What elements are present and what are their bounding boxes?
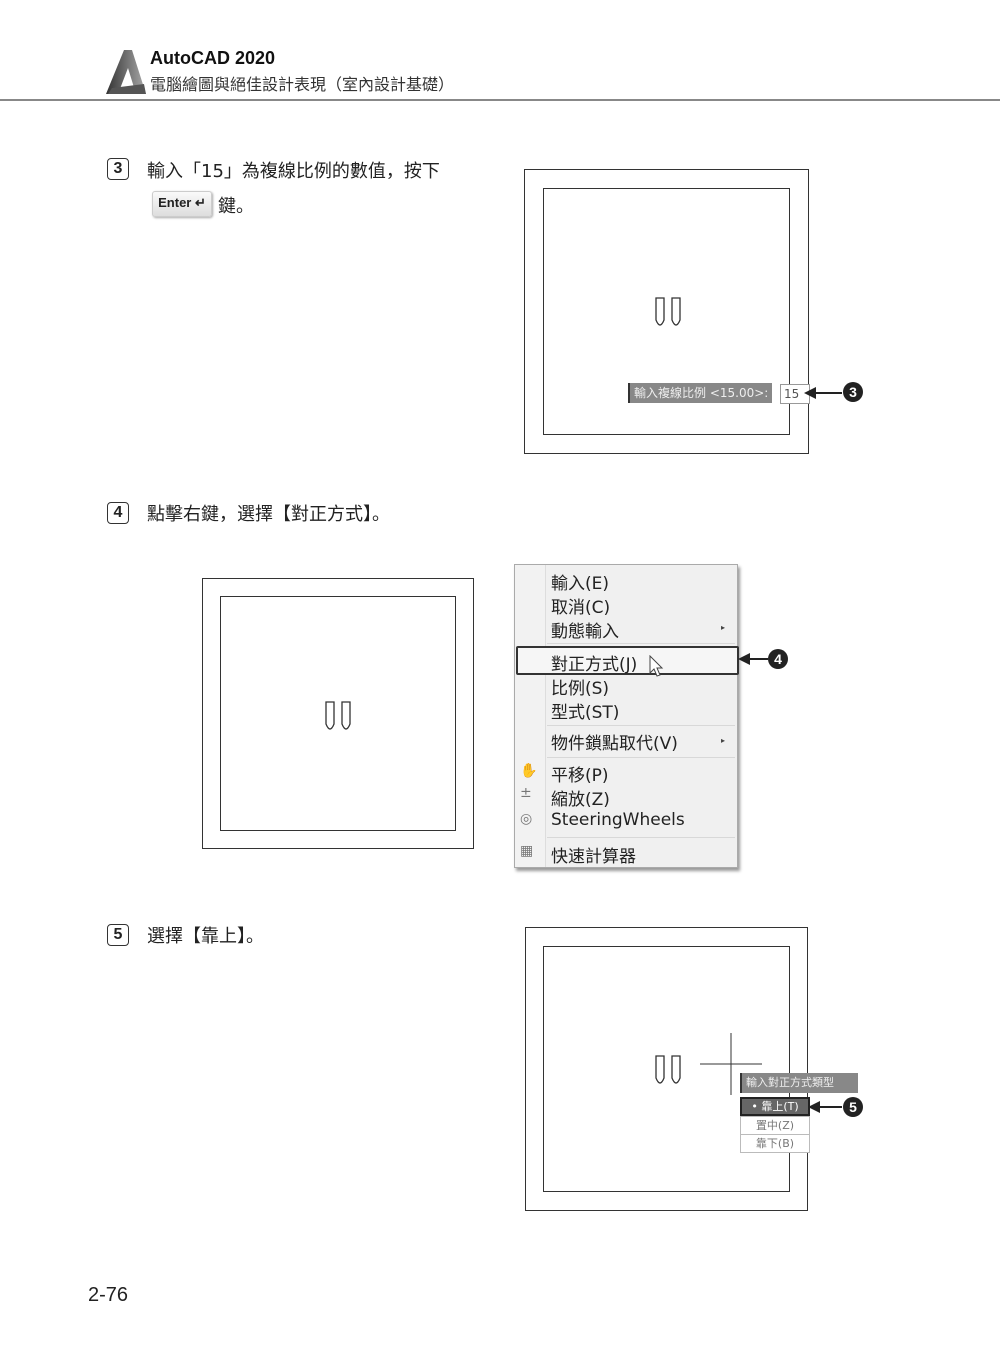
step-number: 4 (107, 502, 129, 524)
step-text: 點擊右鍵，選擇【對正方式】。 (147, 504, 390, 525)
drawing-frame-inner (543, 946, 790, 1192)
option-top[interactable]: • 靠上(T) (740, 1097, 810, 1116)
menu-separator (547, 757, 735, 758)
callout-arrow (808, 1101, 842, 1113)
menu-item-dynamic-input[interactable]: 動態輸入 (551, 622, 619, 642)
callout-arrow (804, 387, 842, 399)
drawing-frame-outer (525, 927, 808, 1211)
header-divider (0, 99, 1000, 101)
menu-item-style[interactable]: 型式(ST) (551, 703, 620, 723)
command-prompt: 輸入對正方式類型 (740, 1073, 858, 1093)
drawing-frame-inner (220, 596, 456, 831)
scale-input[interactable]: 15 (780, 384, 810, 404)
crosshair-cursor-icon (700, 1033, 762, 1095)
menu-separator (547, 725, 735, 726)
callout-badge: 4 (768, 649, 788, 669)
multiline-shape-icon (655, 297, 681, 326)
menu-item-quickcalc[interactable]: 快速計算器 (551, 847, 636, 867)
autocad-logo-icon (106, 50, 146, 94)
multiline-shape-icon (655, 1055, 681, 1084)
menu-item-steeringwheels[interactable]: SteeringWheels (551, 810, 685, 830)
menu-item-osnap-override[interactable]: 物件鎖點取代(V) (551, 734, 678, 754)
steering-wheel-icon: ◎ (520, 811, 533, 827)
zoom-icon: ± (520, 785, 532, 801)
step-text: 輸入「15」為複線比例的數值，按下 (147, 161, 440, 182)
menu-item-zoom[interactable]: 縮放(Z) (551, 790, 610, 810)
header-title: AutoCAD 2020 (150, 48, 276, 68)
step-number: 5 (107, 924, 129, 946)
enter-key: Enter ↵ (152, 191, 212, 217)
pan-hand-icon: ✋ (520, 763, 538, 779)
menu-item-pan[interactable]: 平移(P) (551, 766, 609, 786)
menu-separator (547, 837, 735, 838)
step-number: 3 (107, 158, 129, 180)
drawing-frame-inner (543, 188, 790, 435)
command-prompt: 輸入複線比例 <15.00>: (628, 383, 773, 403)
header-subtitle: 電腦繪圖與絕佳設計表現（室內設計基礎） (150, 75, 455, 94)
step-text: 選擇【靠上】。 (147, 926, 264, 947)
option-bottom[interactable]: 靠下(B) (740, 1134, 810, 1153)
submenu-arrow-icon: ▸ (720, 736, 725, 745)
menu-separator (547, 643, 735, 644)
submenu-arrow-icon: ▸ (720, 623, 725, 632)
context-menu: 輸入(E) 取消(C) 動態輸入 ▸ 對正方式(J) 比例(S) 型式(ST) … (514, 564, 739, 868)
page-number: 2-76 (88, 1284, 129, 1306)
menu-item-scale[interactable]: 比例(S) (551, 679, 610, 699)
drawing-frame-outer (524, 169, 809, 454)
callout-arrow (738, 653, 768, 665)
callout-badge: 3 (843, 382, 863, 402)
callout-badge: 5 (843, 1097, 863, 1117)
calculator-icon: ▦ (520, 843, 534, 859)
menu-item-highlight (516, 646, 739, 675)
step-text: 鍵。 (218, 196, 254, 217)
mouse-cursor-icon (649, 655, 664, 677)
menu-item-justification[interactable]: 對正方式(J) (551, 655, 638, 675)
menu-icon-gutter (515, 565, 546, 867)
option-center[interactable]: 置中(Z) (740, 1116, 810, 1135)
multiline-shape-icon (325, 701, 351, 730)
drawing-frame-outer (202, 578, 474, 849)
menu-item-cancel[interactable]: 取消(C) (551, 598, 611, 618)
menu-item-enter[interactable]: 輸入(E) (551, 574, 610, 594)
